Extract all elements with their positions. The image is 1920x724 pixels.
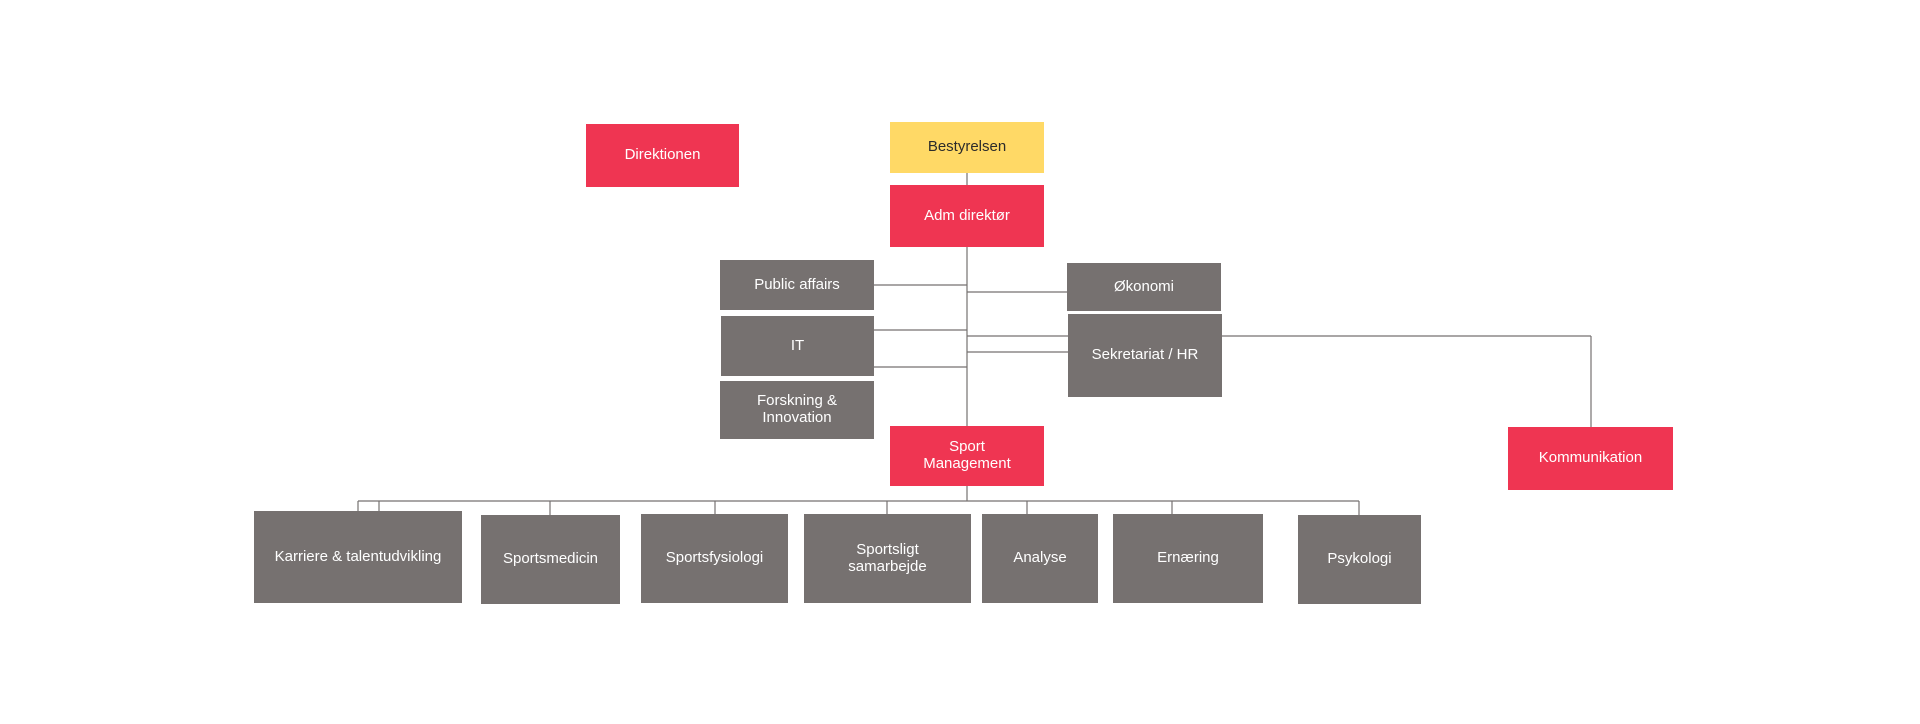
node-sekretariat-hr: Sekretariat / HR xyxy=(1068,314,1222,397)
node-forskning-innovation: Forskning & Innovation xyxy=(720,381,874,439)
node-karriere-talentudvikling: Karriere & talentudvikling xyxy=(254,511,462,603)
node-bestyrelsen: Bestyrelsen xyxy=(890,122,1044,173)
node-public-affairs: Public affairs xyxy=(720,260,874,310)
node-sportsfysiologi: Sportsfysiologi xyxy=(641,514,788,603)
node-it: IT xyxy=(721,316,874,376)
node-sport-management: Sport Management xyxy=(890,426,1044,486)
node-sportsmedicin: Sportsmedicin xyxy=(481,515,620,604)
node-psykologi: Psykologi xyxy=(1298,515,1421,604)
node-direktionen: Direktionen xyxy=(586,124,739,187)
node-analyse: Analyse xyxy=(982,514,1098,603)
node-okonomi: Økonomi xyxy=(1067,263,1221,311)
node-adm-direktor: Adm direktør xyxy=(890,185,1044,247)
node-sportsligt-samarbejde: Sportsligt samarbejde xyxy=(804,514,971,603)
node-ernaering: Ernæring xyxy=(1113,514,1263,603)
node-kommunikation: Kommunikation xyxy=(1508,427,1673,490)
